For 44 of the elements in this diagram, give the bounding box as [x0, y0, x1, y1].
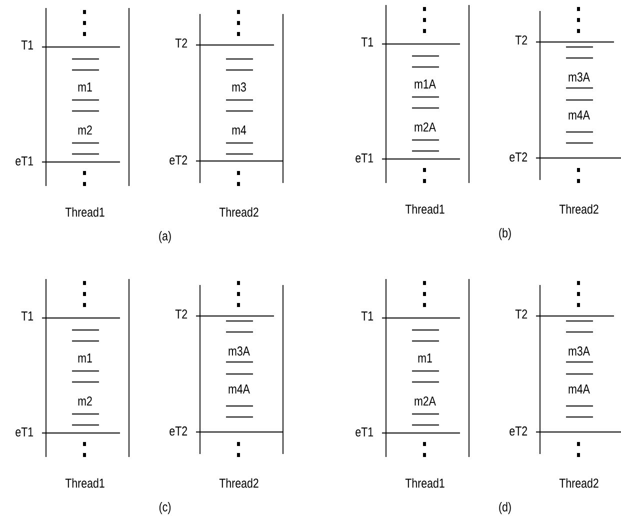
method-label: m3A: [568, 346, 590, 356]
method-label: m3A: [568, 72, 590, 82]
time-label: T1: [361, 312, 374, 320]
method-label: m2A: [414, 122, 436, 132]
time-label: eT1: [16, 156, 34, 166]
time-label: eT2: [170, 155, 188, 165]
method-label: m4A: [568, 110, 590, 120]
thread-label: Thread1: [65, 478, 104, 488]
thread-label: Thread1: [405, 204, 444, 214]
method-label: m2: [78, 396, 92, 406]
method-label: m4A: [228, 384, 250, 394]
thread-label: Thread1: [405, 478, 444, 488]
thread-label: Thread2: [559, 478, 598, 488]
thread-label: Thread2: [559, 204, 598, 214]
time-label: eT2: [510, 152, 528, 162]
thread-label: Thread2: [219, 207, 258, 217]
thread-label: Thread1: [65, 207, 104, 217]
method-label: m1: [78, 354, 92, 362]
time-label: T2: [175, 38, 188, 48]
time-label: T1: [361, 38, 374, 46]
method-label: m1: [418, 354, 432, 362]
method-label: m1A: [414, 80, 436, 88]
time-label: eT2: [510, 426, 528, 436]
method-label: m1: [78, 82, 92, 92]
method-label: m2A: [414, 396, 436, 406]
method-label: m3A: [228, 346, 250, 356]
panel-label: (a): [159, 230, 171, 244]
panel-label: (d): [499, 502, 511, 514]
time-label: T2: [175, 309, 188, 319]
method-label: m4A: [568, 384, 590, 394]
panel-label: (c): [159, 502, 171, 514]
time-label: T1: [21, 40, 34, 50]
method-label: m4: [232, 126, 246, 134]
method-label: m3: [232, 82, 246, 92]
time-label: T2: [515, 309, 528, 319]
time-label: eT2: [170, 426, 188, 436]
time-label: T2: [515, 35, 528, 45]
thread-label: Thread2: [219, 478, 258, 488]
method-label: m2: [78, 125, 92, 135]
time-label: T1: [21, 312, 34, 320]
time-label: eT1: [16, 427, 34, 437]
panel-label: (b): [499, 228, 511, 240]
time-label: eT1: [356, 427, 374, 437]
time-label: eT1: [356, 153, 374, 163]
